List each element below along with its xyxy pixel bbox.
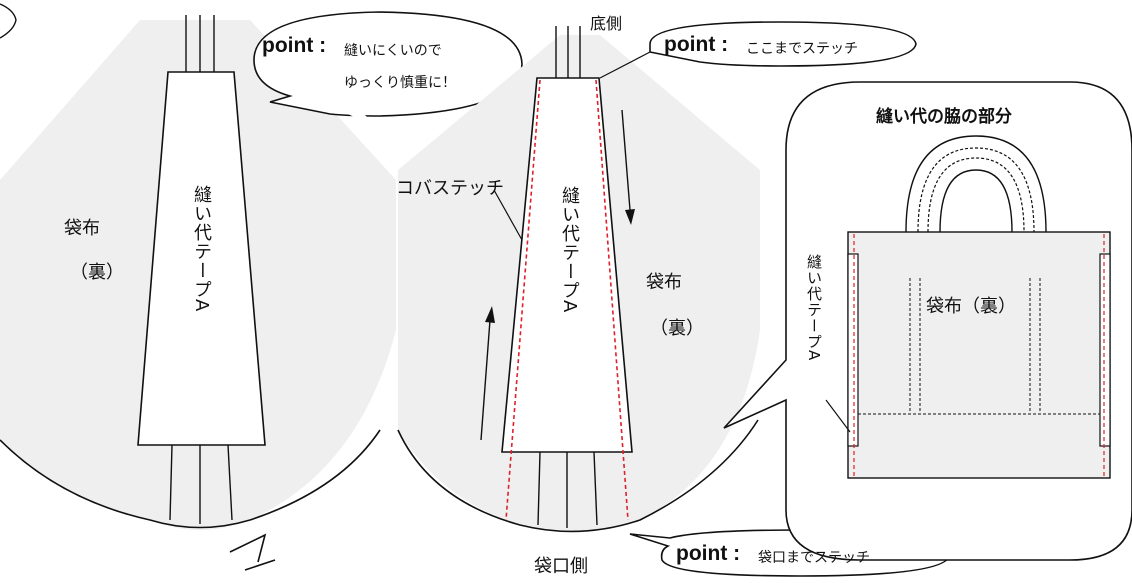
arrow-down <box>621 109 631 211</box>
callout-bottom-point: point : <box>676 542 741 565</box>
left-callout-line2: ゆっくり慎重に！ <box>344 75 456 91</box>
arrow-up <box>480 319 491 441</box>
left-tape-label: 縫い代テープA <box>191 185 212 313</box>
bag-mouth-side-label: 袋口側 <box>534 556 588 577</box>
middle-tape-a <box>501 77 633 453</box>
callout-bottom-text: 袋口までステッチ <box>758 550 870 566</box>
callout-top-text: ここまでステッチ <box>746 41 858 57</box>
left-fabric-label: 袋布 <box>64 218 100 239</box>
callout-top-stitch <box>649 21 917 67</box>
right-panel-title: 縫い代の脇の部分 <box>876 107 1012 127</box>
left-callout-point: point : <box>262 34 327 57</box>
stitch-left <box>505 79 541 521</box>
right-tape-label: 縫い代テープA <box>805 254 823 362</box>
middle-fabric-sub: （裏） <box>650 318 704 339</box>
left-fabric-sub: （裏） <box>70 262 124 283</box>
middle-fabric-label: 袋布 <box>646 272 682 293</box>
bottom-side-label: 底側 <box>590 14 623 33</box>
stitch-right <box>595 79 629 521</box>
bag-body <box>847 231 1111 479</box>
right-fabric-label: 袋布（裏） <box>926 296 1016 317</box>
left-callout-line1: 縫いにくいので <box>344 43 442 59</box>
left-panel <box>0 3 396 571</box>
edge-stitch-label: コバステッチ <box>396 178 504 199</box>
middle-tape-label: 縫い代テープA <box>559 186 580 314</box>
callout-top-point: point : <box>664 33 729 56</box>
middle-panel <box>397 26 760 533</box>
left-tape-a <box>137 71 266 446</box>
right-panel <box>723 81 1132 561</box>
